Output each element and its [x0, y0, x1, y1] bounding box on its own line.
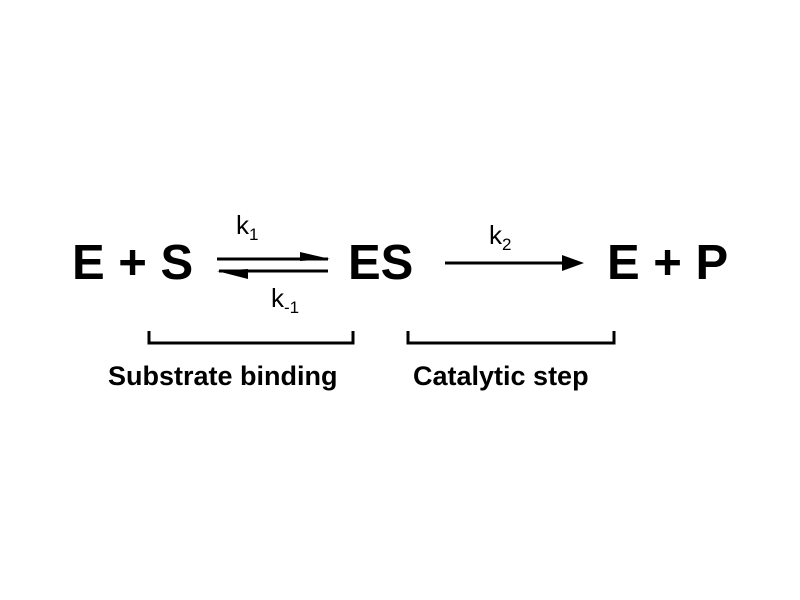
catalytic-arrow — [445, 255, 584, 271]
equilibrium-arrows — [217, 252, 330, 279]
substrate-binding-label: Substrate binding — [108, 361, 338, 391]
k-minus1-subscript: -1 — [284, 298, 300, 317]
k1-subscript: 1 — [249, 225, 259, 244]
k-minus1-symbol: k — [271, 283, 284, 313]
k-minus1-label: k-1 — [271, 285, 299, 316]
complex-label: ES — [348, 236, 414, 290]
k2-subscript: 2 — [502, 235, 512, 254]
reverse-half-arrowhead — [217, 269, 248, 279]
k1-label: k1 — [236, 212, 258, 243]
k2-label: k2 — [489, 222, 511, 253]
forward-half-arrowhead — [300, 252, 330, 261]
k2-symbol: k — [489, 220, 502, 250]
binding-bracket — [147, 331, 355, 345]
catalytic-arrowhead — [562, 255, 584, 271]
catalytic-bracket — [406, 331, 616, 345]
reactants-label: E + S — [72, 236, 194, 290]
k1-symbol: k — [236, 210, 249, 240]
catalytic-step-label: Catalytic step — [413, 361, 589, 391]
products-label: E + P — [607, 236, 729, 290]
